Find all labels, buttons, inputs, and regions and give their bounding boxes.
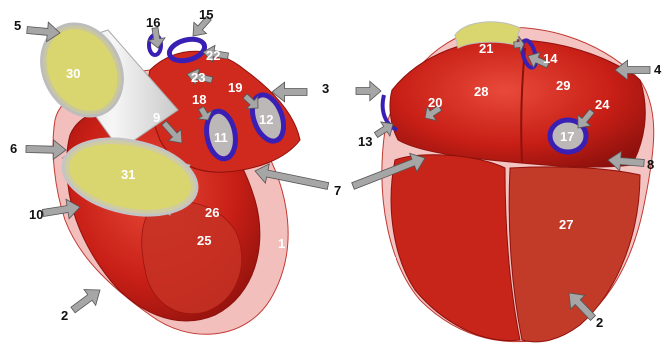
region-label: 26 bbox=[205, 205, 219, 220]
callout-label: 18 bbox=[192, 92, 206, 107]
region-label: 1 bbox=[278, 236, 285, 251]
callout-label: 19 bbox=[228, 80, 242, 95]
callout-label: 3 bbox=[322, 81, 329, 96]
region-label: 12 bbox=[259, 112, 273, 127]
right-lower-right-ventricle bbox=[509, 167, 640, 342]
region-label: 1 bbox=[391, 254, 398, 269]
callout-label: 2 bbox=[61, 308, 68, 323]
callout-arrow bbox=[71, 290, 100, 313]
callout-label: 20 bbox=[428, 95, 442, 110]
callout-label: 24 bbox=[595, 97, 610, 112]
callout-label: 8 bbox=[647, 157, 654, 172]
callout-label: 2 bbox=[596, 315, 603, 330]
callout-label: 13 bbox=[358, 134, 372, 149]
callout-label: 21 bbox=[479, 41, 493, 56]
callout-label: 6 bbox=[10, 141, 17, 156]
callout-label: 14 bbox=[543, 51, 558, 66]
region-label: 27 bbox=[559, 217, 573, 232]
callout-arrow bbox=[356, 81, 381, 101]
callout-label: 15 bbox=[199, 7, 213, 22]
callout-label: 16 bbox=[146, 15, 160, 30]
callout-arrow bbox=[374, 122, 393, 138]
region-label: 30 bbox=[66, 66, 80, 81]
callout-label: 5 bbox=[14, 18, 21, 33]
region-label: 29 bbox=[556, 78, 570, 93]
right-lower-left-ventricle bbox=[391, 155, 520, 341]
callout-label: 7 bbox=[334, 183, 341, 198]
region-label: 17 bbox=[560, 129, 574, 144]
callout-label: 23 bbox=[191, 70, 205, 85]
region-label: 11 bbox=[214, 130, 228, 145]
right-heart-view bbox=[382, 22, 654, 342]
callout-label: 22 bbox=[206, 48, 220, 63]
callout-label: 10 bbox=[29, 207, 43, 222]
callout-label: 9 bbox=[153, 110, 160, 125]
region-label: 25 bbox=[197, 233, 211, 248]
region-label: 28 bbox=[474, 84, 488, 99]
region-label: 31 bbox=[121, 167, 135, 182]
callout-label: 4 bbox=[654, 62, 662, 77]
